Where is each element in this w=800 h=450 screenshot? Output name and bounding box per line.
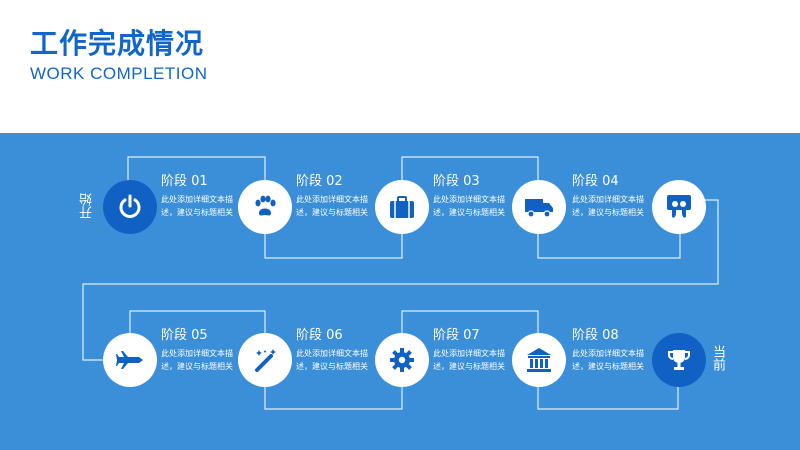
stage-06-icon-circle — [238, 333, 292, 387]
slideshare-icon-circle — [652, 180, 706, 234]
stage-01: 阶段 01 此处添加详细文本描述，建议与标题相关 — [161, 174, 239, 219]
airplane-icon — [116, 351, 143, 369]
stage-07: 阶段 07 此处添加详细文本描述，建议与标题相关 — [433, 328, 511, 373]
bank-icon — [527, 348, 551, 372]
stage-06-desc: 此处添加详细文本描述，建议与标题相关 — [296, 349, 368, 371]
stage-08-title: 阶段 08 — [572, 328, 619, 343]
truck-icon — [525, 199, 553, 218]
page-subtitle: WORK COMPLETION — [30, 64, 208, 83]
stage-02-desc: 此处添加详细文本描述，建议与标题相关 — [296, 195, 368, 217]
stage-04-desc: 此处添加详细文本描述，建议与标题相关 — [572, 195, 644, 217]
stage-02-icon-circle — [238, 180, 292, 234]
stage-07-icon-circle — [375, 333, 429, 387]
stage-08-desc: 此处添加详细文本描述，建议与标题相关 — [572, 349, 644, 371]
stage-07-title: 阶段 07 — [433, 328, 480, 343]
stage-03-icon-circle — [375, 180, 429, 234]
stage-03-desc: 此处添加详细文本描述，建议与标题相关 — [433, 195, 505, 217]
stage-01-icon-circle — [103, 180, 157, 234]
stage-04-title: 阶段 04 — [572, 174, 619, 189]
stage-05-desc: 此处添加详细文本描述，建议与标题相关 — [161, 349, 233, 371]
suitcase-icon — [390, 196, 414, 218]
page-title: 工作完成情况 — [30, 27, 205, 60]
gear-icon — [390, 348, 414, 372]
power-icon — [119, 194, 141, 218]
stage-03: 阶段 03 此处添加详细文本描述，建议与标题相关 — [433, 174, 511, 219]
stage-03-title: 阶段 03 — [433, 174, 480, 189]
stage-05: 阶段 05 此处添加详细文本描述，建议与标题相关 — [161, 328, 239, 373]
stage-04-icon-circle — [512, 180, 566, 234]
start-label: 开始 — [80, 193, 95, 219]
stage-02: 阶段 02 此处添加详细文本描述，建议与标题相关 — [296, 174, 374, 219]
stage-05-title: 阶段 05 — [161, 328, 208, 343]
trophy-icon — [668, 350, 690, 370]
stage-08-icon-circle — [512, 333, 566, 387]
stage-01-desc: 此处添加详细文本描述，建议与标题相关 — [161, 195, 233, 217]
stage-06: 阶段 06 此处添加详细文本描述，建议与标题相关 — [296, 328, 374, 373]
stage-06-title: 阶段 06 — [296, 328, 343, 343]
stage-02-title: 阶段 02 — [296, 174, 343, 189]
magic-wand-icon — [255, 349, 276, 372]
slideshare-icon — [667, 195, 691, 218]
stage-04: 阶段 04 此处添加详细文本描述，建议与标题相关 — [572, 174, 650, 219]
stage-05-icon-circle — [103, 333, 157, 387]
stage-08: 阶段 08 此处添加详细文本描述，建议与标题相关 — [572, 328, 650, 373]
paw-icon — [255, 195, 276, 216]
trophy-icon-circle — [652, 333, 706, 387]
stage-07-desc: 此处添加详细文本描述，建议与标题相关 — [433, 349, 505, 371]
stage-01-title: 阶段 01 — [161, 174, 208, 189]
end-label: 当前 — [710, 345, 725, 371]
